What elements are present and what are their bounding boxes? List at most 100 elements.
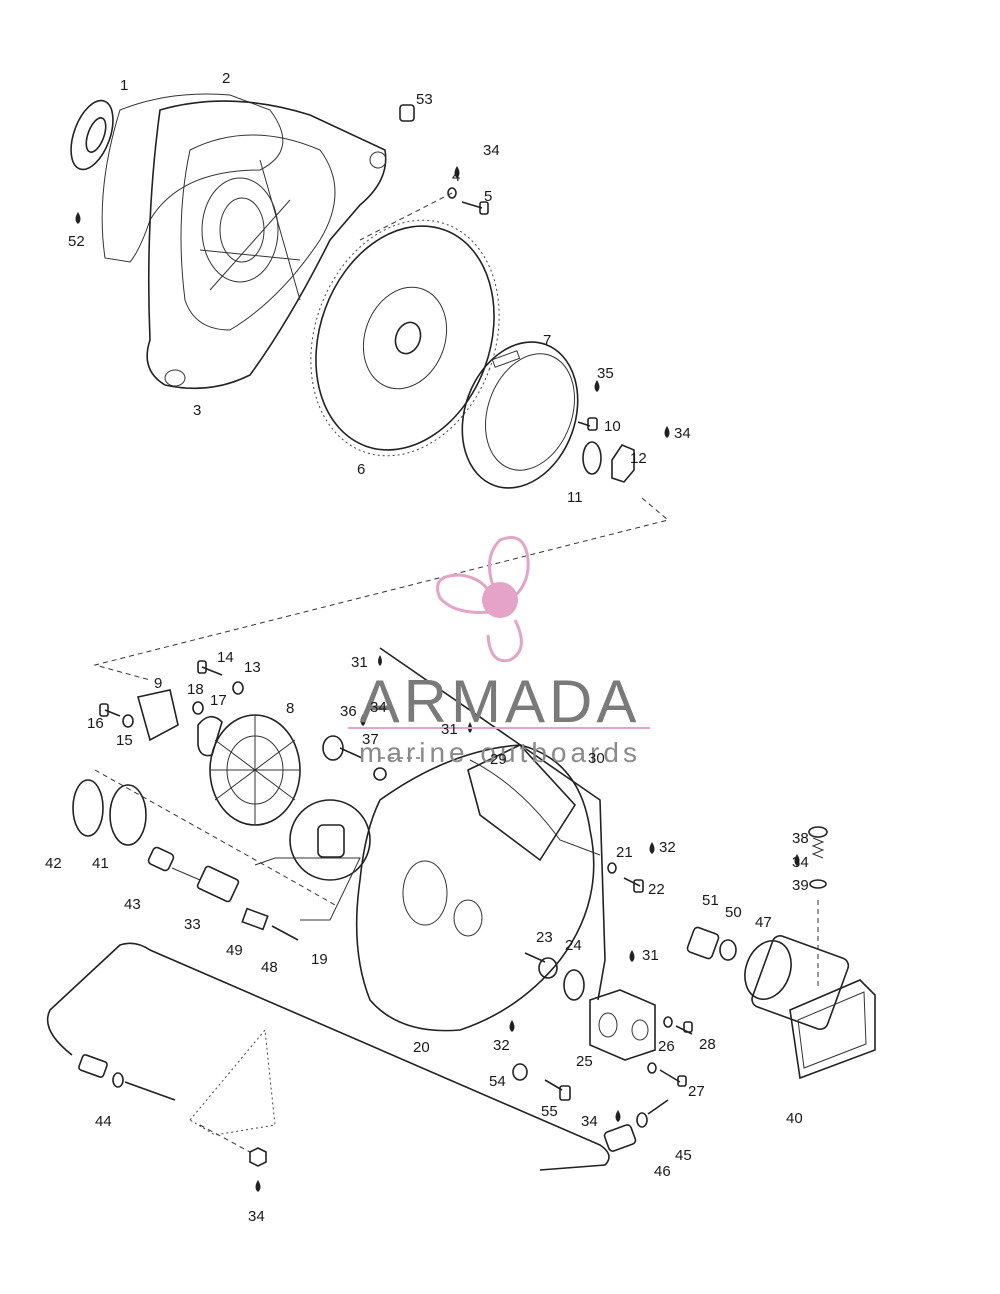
- callout-label: 35: [597, 365, 614, 382]
- washer-part-15: [122, 714, 134, 728]
- washer-part-11: [582, 441, 602, 475]
- sealant-drop-34: [454, 166, 460, 178]
- sealant-drop-32: [649, 842, 655, 854]
- bolt-part-22: [623, 877, 644, 893]
- callout-label: 34: [581, 1113, 598, 1130]
- washer-part-21: [607, 862, 617, 874]
- screw-part-14: [197, 660, 223, 676]
- callout-label: 24: [565, 937, 582, 954]
- callout-label: 27: [688, 1083, 705, 1100]
- sealant-drop-34: [794, 854, 800, 866]
- sealant-drop-32: [509, 1020, 515, 1032]
- callout-label: 12: [630, 450, 647, 467]
- cable-boot: [189, 1028, 276, 1136]
- callout-label: 19: [311, 951, 328, 968]
- washer-part-26: [663, 1016, 673, 1028]
- callout-label: 33: [184, 916, 201, 933]
- callout-label: 41: [92, 855, 109, 872]
- callout-label: 20: [413, 1039, 430, 1056]
- callout-label: 54: [489, 1073, 506, 1090]
- callout-label: 11: [567, 489, 583, 506]
- cover-part-41: [109, 784, 147, 846]
- callout-label: 18: [187, 681, 204, 698]
- callout-label: 36: [340, 703, 357, 720]
- callout-label: 31: [642, 947, 659, 964]
- gasket-part-2: [101, 93, 284, 263]
- oring-part-24: [563, 969, 585, 1001]
- callout-label: 22: [648, 881, 665, 898]
- sealant-drop-35: [594, 380, 600, 392]
- callout-label: 49: [226, 942, 243, 959]
- pin-part-53: [399, 104, 415, 122]
- callout-label: 10: [604, 418, 621, 435]
- insulator-part-23: [524, 952, 558, 979]
- callout-label: 38: [792, 830, 809, 847]
- callout-label: 47: [755, 914, 772, 931]
- callout-label: 1: [120, 77, 128, 94]
- clamp-part-17: [197, 715, 223, 757]
- flywheel-housing-part-3: [146, 100, 387, 390]
- bolt-part-55: [544, 1079, 571, 1101]
- callout-label: 43: [124, 896, 141, 913]
- callout-label: 26: [658, 1038, 675, 1055]
- callout-label: 39: [792, 877, 809, 894]
- sealant-drop-31: [378, 655, 382, 666]
- connector-part-49: [241, 907, 269, 931]
- trigger-hub: [289, 799, 371, 881]
- callout-label: 16: [87, 715, 104, 732]
- callout-label: 51: [702, 892, 719, 909]
- bolt-part-5: [461, 201, 489, 215]
- callout-label: 28: [699, 1036, 716, 1053]
- pin-part-48: [271, 925, 299, 941]
- sealant-drop-34: [664, 426, 670, 438]
- bolt-part-36: [322, 735, 363, 761]
- callout-label: 32: [659, 839, 676, 856]
- propeller-icon: [436, 536, 530, 663]
- bracket-part-9: [137, 689, 179, 742]
- callout-label: 48: [261, 959, 278, 976]
- washer-part-50: [719, 939, 737, 961]
- callout-label: 31: [441, 721, 458, 738]
- solenoid-part-25: [589, 989, 656, 1061]
- callout-label: 21: [616, 844, 633, 861]
- terminal-part-45: [636, 1099, 669, 1128]
- sealant-drop-34: [360, 714, 366, 726]
- washer-part-13: [232, 681, 244, 695]
- screw-part-38: [808, 826, 828, 859]
- callout-label: 17: [210, 692, 227, 709]
- callout-label: 13: [244, 659, 261, 676]
- flywheel-ring-gear-part-6: [310, 219, 500, 457]
- plate-part-51: [686, 926, 720, 960]
- callout-label: 34: [370, 699, 387, 716]
- callout-label: 8: [286, 700, 294, 717]
- callout-label: 44: [95, 1113, 112, 1130]
- callout-label: 53: [416, 91, 433, 108]
- boot-part-46: [603, 1124, 637, 1152]
- sealant-drop-52: [75, 212, 81, 224]
- bracket-part-29: [467, 744, 577, 862]
- callout-label: 34: [248, 1208, 265, 1225]
- callout-label: 4: [452, 168, 460, 185]
- seal-part-42: [72, 779, 104, 837]
- rotor-cup-part-7: [461, 341, 579, 489]
- armada-logo: ARMADA marine outboards: [348, 536, 650, 768]
- screw-part-27: [647, 1062, 687, 1087]
- sealant-drop-34: [255, 1180, 261, 1192]
- callout-label: 52: [68, 233, 85, 250]
- callout-label: 31: [351, 654, 368, 671]
- callout-label: 2: [222, 70, 230, 87]
- screw-part-16: [99, 703, 121, 717]
- bracket-part-40: [789, 979, 876, 1080]
- callout-label: 5: [484, 188, 492, 205]
- callout-label: 29: [490, 751, 507, 768]
- seal-part-1: [70, 99, 114, 171]
- callout-label: 37: [362, 731, 379, 748]
- callout-label: 46: [654, 1163, 671, 1180]
- screw-part-28: [675, 1021, 693, 1035]
- washer-part-37: [373, 767, 387, 781]
- stator-part-8: [209, 714, 301, 826]
- callout-label: 25: [576, 1053, 593, 1070]
- nut-part-34: [249, 1147, 267, 1167]
- sensor-part-33: [171, 865, 240, 903]
- clip-part-18: [192, 701, 204, 715]
